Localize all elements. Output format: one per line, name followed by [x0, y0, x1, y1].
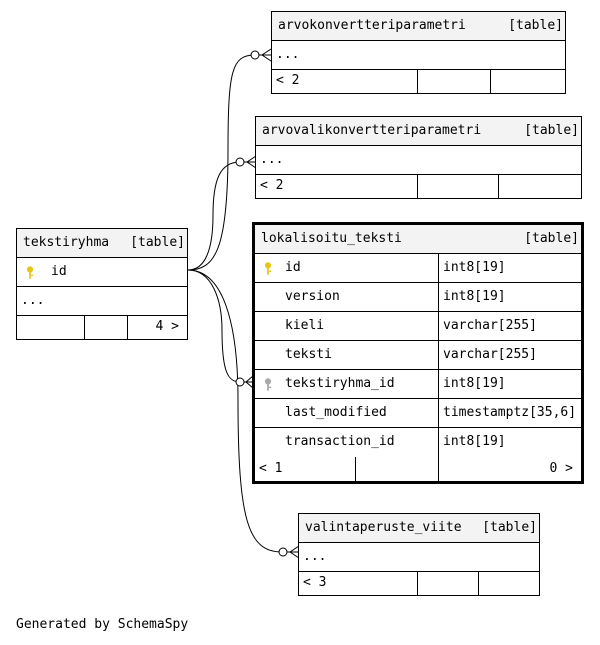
column-row-teksti: teksti varchar[255] — [255, 341, 581, 370]
column-row-last-modified: last_modified timestamptz[35,6] — [255, 399, 581, 428]
column-datatype: timestamptz[35,6] — [443, 405, 577, 420]
column-row-kieli: kieli varchar[255] — [255, 312, 581, 341]
crowfoot-1 — [261, 48, 272, 62]
relation-marker-3 — [235, 377, 245, 387]
relation-marker-2 — [235, 157, 245, 167]
footer-children: 4 > — [155, 319, 179, 334]
table-footer: 4 > — [17, 316, 187, 339]
column-name: transaction_id — [285, 434, 395, 449]
column-name: teksti — [285, 347, 332, 362]
column-row-id: id int8[19] — [255, 254, 581, 283]
column-datatype: varchar[255] — [443, 318, 537, 333]
column-name: id — [51, 264, 67, 279]
column-name: tekstiryhma_id — [285, 376, 395, 391]
crowfoot-2 — [246, 155, 257, 169]
table-header: arvokonvertteriparametri [table] — [272, 12, 565, 41]
table-type: [table] — [482, 520, 537, 535]
table-type: [table] — [524, 231, 579, 246]
generated-by-note: Generated by SchemaSpy — [16, 617, 189, 632]
table-type: [table] — [508, 18, 563, 33]
table-header: arvovalikonvertteriparametri [table] — [256, 117, 581, 146]
relation-line-valintaperuste-viite — [187, 269, 299, 553]
footer-parents: < 1 — [259, 461, 283, 476]
table-ellipsis: ... — [256, 146, 581, 175]
table-ellipsis: ... — [17, 287, 187, 316]
primary-key-icon — [26, 266, 34, 279]
table-footer: < 3 — [299, 572, 539, 595]
footer-parents: < 2 — [260, 178, 284, 193]
footer-parents: < 2 — [276, 73, 300, 88]
table-ellipsis: ... — [299, 543, 539, 572]
table-name: arvokonvertteriparametri — [278, 18, 466, 33]
column-name: id — [285, 260, 301, 275]
table-arvokonvertteriparametri[interactable]: arvokonvertteriparametri [table] ... < 2 — [271, 11, 566, 94]
relation-line-arvovalikonvertteriparametri — [187, 161, 256, 271]
table-header: valintaperuste_viite [table] — [299, 514, 539, 543]
table-tekstiryhma[interactable]: tekstiryhma [table] id ... 4 > — [16, 228, 188, 340]
foreign-key-icon — [264, 378, 272, 391]
table-name: lokalisoitu_teksti — [261, 231, 402, 246]
crowfoot-4 — [289, 545, 300, 559]
column-name: version — [285, 289, 340, 304]
relation-marker-4 — [278, 547, 288, 557]
column-datatype: varchar[255] — [443, 347, 537, 362]
relation-line-arvokonvertteriparametri — [187, 54, 271, 271]
table-name: tekstiryhma — [23, 235, 110, 250]
table-arvovalikonvertteriparametri[interactable]: arvovalikonvertteriparametri [table] ...… — [255, 116, 582, 199]
crowfoot-3 — [245, 375, 254, 389]
table-header: tekstiryhma [table] — [17, 229, 187, 258]
column-row-version: version int8[19] — [255, 283, 581, 312]
column-datatype: int8[19] — [443, 376, 506, 391]
column-name: last_modified — [285, 405, 387, 420]
table-footer: < 2 — [272, 70, 565, 93]
table-footer: < 1 0 > — [255, 457, 581, 481]
footer-children: 0 > — [549, 461, 573, 476]
table-valintaperuste-viite[interactable]: valintaperuste_viite [table] ... < 3 — [298, 513, 540, 596]
table-name: arvovalikonvertteriparametri — [262, 123, 482, 138]
table-ellipsis: ... — [272, 41, 565, 70]
relation-marker-1 — [250, 50, 260, 60]
table-type: [table] — [524, 123, 579, 138]
table-header: lokalisoitu_teksti [table] — [255, 225, 581, 254]
column-row-tekstiryhma-id: tekstiryhma_id int8[19] — [255, 370, 581, 399]
column-datatype: int8[19] — [443, 434, 506, 449]
column-row-id: id — [17, 258, 187, 287]
primary-key-icon — [264, 262, 272, 275]
column-datatype: int8[19] — [443, 260, 506, 275]
relation-line-lokalisoitu-teksti — [187, 269, 253, 383]
column-name: kieli — [285, 318, 325, 333]
table-name: valintaperuste_viite — [305, 520, 462, 535]
column-row-transaction-id: transaction_id int8[19] — [255, 428, 581, 457]
table-footer: < 2 — [256, 175, 581, 198]
column-datatype: int8[19] — [443, 289, 506, 304]
table-type: [table] — [130, 235, 185, 250]
footer-parents: < 3 — [303, 575, 327, 590]
